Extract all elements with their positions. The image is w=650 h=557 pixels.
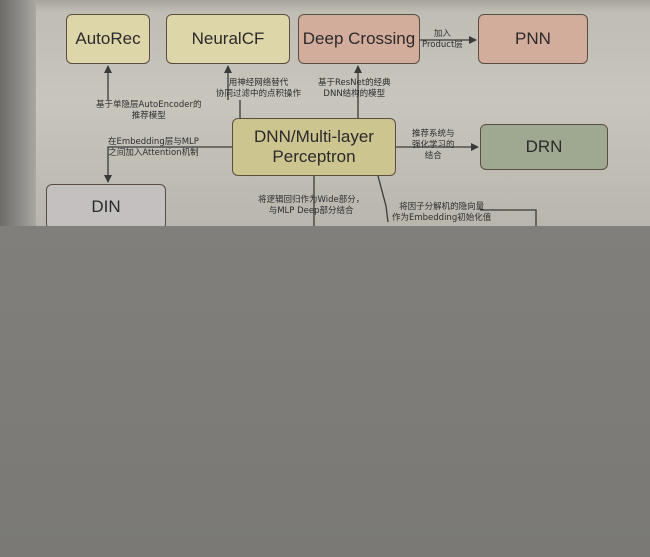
node-dnn-label: DNN/Multi-layer Perceptron (254, 127, 374, 167)
node-deep-crossing: Deep Crossing (298, 14, 420, 64)
edge-label-to-autorec: 基于单隐层AutoEncoder的 推荐模型 (96, 100, 202, 122)
edge-label-to-autorec-line1: 基于单隐层AutoEncoder的 (96, 100, 202, 110)
node-dnn: DNN/Multi-layer Perceptron (232, 118, 396, 176)
node-drn: DRN (480, 124, 608, 170)
edge-label-to-drn-line3: 结合 (424, 151, 442, 161)
edge-label-to-deep-crossing: 基于ResNet的经典 DNN结构的模型 (318, 78, 391, 100)
node-neuralcf-label: NeuralCF (191, 29, 265, 48)
node-dnn-label-line2: Perceptron (272, 147, 356, 166)
node-autorec: AutoRec (66, 14, 150, 64)
edge-label-to-deep-crossing-line2: DNN结构的模型 (323, 89, 386, 99)
edge-label-to-din-line1: 在Embedding层与MLP (108, 137, 199, 147)
node-pnn-label: PNN (515, 29, 551, 48)
edge-dnn-to-fnn (377, 175, 389, 223)
node-pnn: PNN (478, 14, 588, 64)
edge-label-to-pnn-line2: Product层 (422, 40, 463, 50)
edge-label-to-din-line2: 之间加入Attention机制 (108, 148, 199, 158)
edge-label-to-fnn-line2: 作为Embedding初始化值 (392, 213, 492, 223)
edge-label-to-drn-line2: 强化学习的 (412, 140, 455, 150)
node-neuralcf: NeuralCF (166, 14, 290, 64)
edge-label-to-deep-crossing-line1: 基于ResNet的经典 (318, 78, 391, 88)
node-drn-label: DRN (525, 137, 563, 156)
node-deep-crossing-label: Deep Crossing (302, 29, 416, 48)
page-edge-shadow (0, 0, 36, 226)
edge-label-to-neuralcf-line1: 用神经网络替代 (228, 78, 289, 88)
edge-dnn-to-din (104, 146, 232, 183)
node-autorec-label: AutoRec (75, 29, 141, 48)
edge-label-to-wide-deep: 将逻辑回归作为Wide部分， 与MLP Deep部分结合 (258, 195, 364, 217)
edge-label-to-wide-deep-line2: 与MLP Deep部分结合 (268, 206, 354, 216)
edge-label-to-drn-line1: 推荐系统与 (412, 129, 455, 139)
occluded-area (0, 226, 650, 557)
edge-label-to-neuralcf: 用神经网络替代 协同过滤中的点积操作 (216, 78, 301, 100)
edge-label-to-drn: 推荐系统与 强化学习的 结合 (412, 129, 455, 162)
edge-label-to-din: 在Embedding层与MLP 之间加入Attention机制 (108, 137, 199, 159)
edge-label-to-wide-deep-line1: 将逻辑回归作为Wide部分， (258, 195, 365, 205)
edge-label-to-pnn-line1: 加入 (433, 29, 451, 39)
edge-label-to-pnn: 加入 Product层 (422, 29, 463, 51)
edge-label-to-fnn-line1: 将因子分解机的隐向量 (399, 202, 485, 212)
edge-label-to-autorec-line2: 推荐模型 (131, 111, 166, 121)
node-din-label: DIN (91, 197, 121, 216)
node-dnn-label-line1: DNN/Multi-layer (254, 127, 374, 146)
edge-fnn-bracket (480, 209, 537, 226)
node-din: DIN (46, 184, 166, 230)
page-top-shadow (36, 0, 650, 12)
edge-label-to-fnn: 将因子分解机的隐向量 作为Embedding初始化值 (392, 202, 491, 224)
edge-label-to-neuralcf-line2: 协同过滤中的点积操作 (216, 89, 302, 99)
